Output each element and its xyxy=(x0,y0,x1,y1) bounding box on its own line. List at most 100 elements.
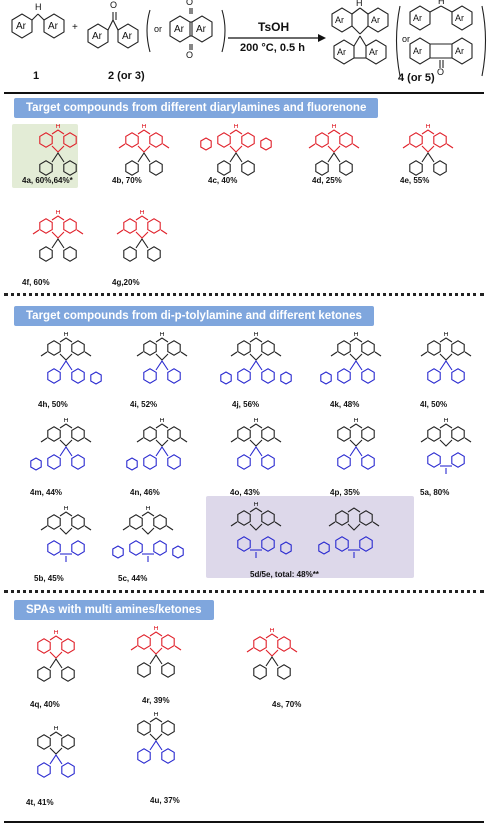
nh-atom-label: H xyxy=(253,418,258,424)
aryl-label: Ar xyxy=(337,47,346,57)
compound-4a-structure: H xyxy=(22,123,92,191)
compound-label: 4l, 50% xyxy=(420,400,448,409)
compound-4b-structure: H xyxy=(108,123,178,191)
nh-atom-label: H xyxy=(63,506,68,512)
molecule-drawing xyxy=(318,507,380,558)
nh-atom-label: H xyxy=(443,418,448,424)
molecule-drawing: H xyxy=(337,417,375,470)
product-spa-alt-structure xyxy=(395,5,487,77)
compound-label: 4u, 37% xyxy=(150,796,180,805)
compound-4i-structure: H xyxy=(126,331,202,403)
nh-atom-label: H xyxy=(269,628,274,634)
aryl-label: Ar xyxy=(122,31,132,42)
compound-5d-5e-structure: H xyxy=(220,501,304,573)
section-banner-ketones: Target compounds from di-p-tolylamine an… xyxy=(14,306,374,326)
reagent-label: TsOH xyxy=(258,20,290,34)
compound-label: 4t, 41% xyxy=(26,798,54,807)
molecule-drawing: H xyxy=(308,123,360,176)
molecule-drawing: H xyxy=(246,627,298,680)
nh-atom-label: H xyxy=(145,506,150,512)
nh-label: H xyxy=(356,0,363,8)
nh-atom-label: H xyxy=(331,124,336,130)
aryl-label: Ar xyxy=(413,46,422,56)
compound-label: 4d, 25% xyxy=(312,176,342,185)
molecule-drawing: H xyxy=(116,209,168,262)
molecule-drawing: H xyxy=(420,331,472,384)
nh-atom-label: H xyxy=(63,332,68,338)
compound-5c-structure: H xyxy=(112,505,196,577)
oxygen-label: O xyxy=(186,0,194,7)
fluorenone-structure xyxy=(87,12,139,49)
compound-4g-structure: H xyxy=(106,209,176,277)
nh-atom-label: H xyxy=(425,124,430,130)
compound-4n-structure: H xyxy=(126,417,206,489)
aryl-label: Ar xyxy=(16,21,26,32)
compound-4c-structure: H xyxy=(200,123,280,191)
nh-atom-label: H xyxy=(53,630,58,636)
molecule-drawing: H xyxy=(137,711,175,764)
compound-label: 4h, 50% xyxy=(38,400,68,409)
section-divider xyxy=(4,590,484,593)
plus-sign: + xyxy=(72,22,78,33)
nh-atom-label: H xyxy=(153,626,158,632)
molecule-drawing: H xyxy=(130,625,182,678)
compound-4j-structure: H xyxy=(220,331,304,403)
nh-atom-label: H xyxy=(159,418,164,424)
molecule-drawing: H xyxy=(37,629,75,682)
molecule-drawing: H xyxy=(118,123,170,176)
anthraquinone-structure xyxy=(146,8,226,53)
compound-label: 4o, 43% xyxy=(230,488,260,497)
compound-2-label: 2 (or 3) xyxy=(108,70,145,82)
nh-atom-label: H xyxy=(141,124,146,130)
oxygen-label: O xyxy=(110,0,118,10)
aryl-label: Ar xyxy=(335,15,344,25)
compound-4s-structure: H xyxy=(236,627,346,699)
section-divider xyxy=(4,293,484,296)
molecule-drawing: H xyxy=(112,505,184,562)
scheme-divider xyxy=(4,92,484,94)
molecule-drawing: H xyxy=(39,123,77,176)
diarylamine-structure xyxy=(11,13,65,39)
reaction-scheme: Ar Ar H + Ar Ar O or Ar Ar O O TsOH 200 … xyxy=(0,0,488,92)
compound-label: 4f, 60% xyxy=(22,278,50,287)
section-banner-diarylamines: Target compounds from different diarylam… xyxy=(14,98,379,118)
compound-label: 4s, 70% xyxy=(272,700,302,709)
molecule-drawing: H xyxy=(230,501,292,558)
molecule-drawing: H xyxy=(420,417,472,474)
nh-atom-label: H xyxy=(253,502,258,508)
compound-5b-structure: H xyxy=(30,505,110,577)
oxygen-label: O xyxy=(437,67,445,77)
nh-atom-label: H xyxy=(53,726,58,732)
aryl-label: Ar xyxy=(196,24,206,35)
compound-4p-structure: H xyxy=(320,417,390,489)
aryl-label: Ar xyxy=(174,24,184,35)
compound-4f-structure: H xyxy=(22,209,92,277)
nh-atom-label: H xyxy=(443,332,448,338)
compound-label: 4q, 40% xyxy=(30,700,60,709)
compound-4e-structure: H xyxy=(392,123,462,191)
compound-label: 4e, 55% xyxy=(400,176,430,185)
nh-atom-label: H xyxy=(353,332,358,338)
aryl-label: Ar xyxy=(48,21,58,32)
compound-label: 4m, 44% xyxy=(30,488,63,497)
compound-label: 5d/5e, total: 48%** xyxy=(250,570,319,579)
nh-label: H xyxy=(438,0,445,6)
compound-label: 5a, 80% xyxy=(420,488,450,497)
molecule-drawing: H xyxy=(200,123,272,176)
or-label: or xyxy=(154,24,163,34)
compound-4-label: 4 (or 5) xyxy=(398,72,435,84)
nh-atom-label: H xyxy=(139,210,144,216)
nh-atom-label: H xyxy=(233,124,238,130)
compound-1-label: 1 xyxy=(33,70,40,82)
nh-atom-label: H xyxy=(353,418,358,424)
compound-4o-structure: H xyxy=(220,417,296,489)
aryl-label: Ar xyxy=(369,47,378,57)
molecule-drawing: H xyxy=(126,417,188,471)
molecule-drawing: H xyxy=(402,123,454,176)
molecule-drawing: H xyxy=(30,417,92,471)
molecule-drawing: H xyxy=(37,725,75,778)
compound-label: 5c, 44% xyxy=(118,574,148,583)
molecule-drawing: H xyxy=(32,209,84,262)
compound-label: 4p, 35% xyxy=(330,488,360,497)
or-label: or xyxy=(402,34,411,44)
